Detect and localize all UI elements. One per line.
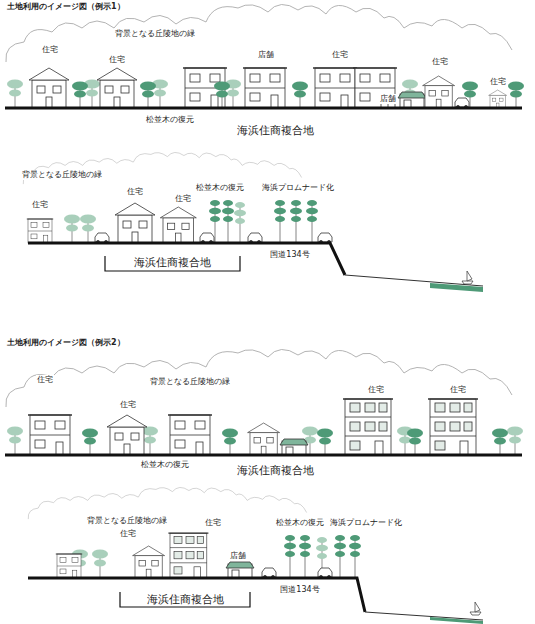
zone-label: 海浜住商複合地 [133, 257, 212, 270]
feature-label: 住宅 [31, 200, 49, 209]
feature-label: 背景となる丘陵地の緑 [86, 516, 168, 525]
feature-label: 海浜プロムナード化 [329, 518, 403, 527]
zone-label: 海浜住商複合地 [236, 125, 315, 138]
feature-label: 住宅 [367, 385, 385, 394]
feature-label: 住宅 [204, 518, 222, 527]
feature-label: 住宅 [36, 375, 54, 384]
feature-label: 松並木の復元 [145, 115, 195, 124]
feature-label: 店舗 [257, 50, 275, 59]
feature-label: 住宅 [449, 385, 467, 394]
section-2 [28, 487, 483, 624]
feature-label: 住宅 [489, 77, 507, 86]
zone-label: 海浜住商複合地 [146, 594, 225, 607]
zone-label: 海浜住商複合地 [236, 465, 315, 478]
feature-label: 松並木の復元 [275, 518, 325, 527]
feature-label: 国道134号 [279, 585, 320, 594]
feature-label: 住宅 [41, 45, 59, 54]
feature-label: 住宅 [119, 529, 137, 538]
feature-label: 海浜プロムナード化 [261, 183, 335, 192]
figure-heading: 土地利用のイメージ図（例示1） [6, 2, 126, 11]
feature-label: 住宅 [431, 57, 449, 66]
feature-label: 背景となる丘陵地の緑 [114, 29, 196, 38]
feature-label: 住宅 [331, 50, 349, 59]
figure-heading: 土地利用のイメージ図（例示2） [6, 338, 126, 347]
feature-label: 背景となる丘陵地の緑 [21, 170, 103, 179]
feature-label: 住宅 [119, 400, 137, 409]
feature-label: 住宅 [174, 194, 192, 203]
feature-label: 店舗 [379, 94, 397, 103]
feature-label: 店舗 [229, 551, 247, 560]
feature-label: 住宅 [126, 187, 144, 196]
feature-label: 住宅 [108, 55, 126, 64]
feature-label: 背景となる丘陵地の緑 [149, 377, 231, 386]
elevation-1 [5, 4, 524, 108]
elevation-2 [5, 349, 523, 455]
feature-label: 国道134号 [269, 250, 310, 259]
feature-label: 松並木の復元 [195, 183, 245, 192]
feature-label: 松並木の復元 [140, 460, 190, 469]
